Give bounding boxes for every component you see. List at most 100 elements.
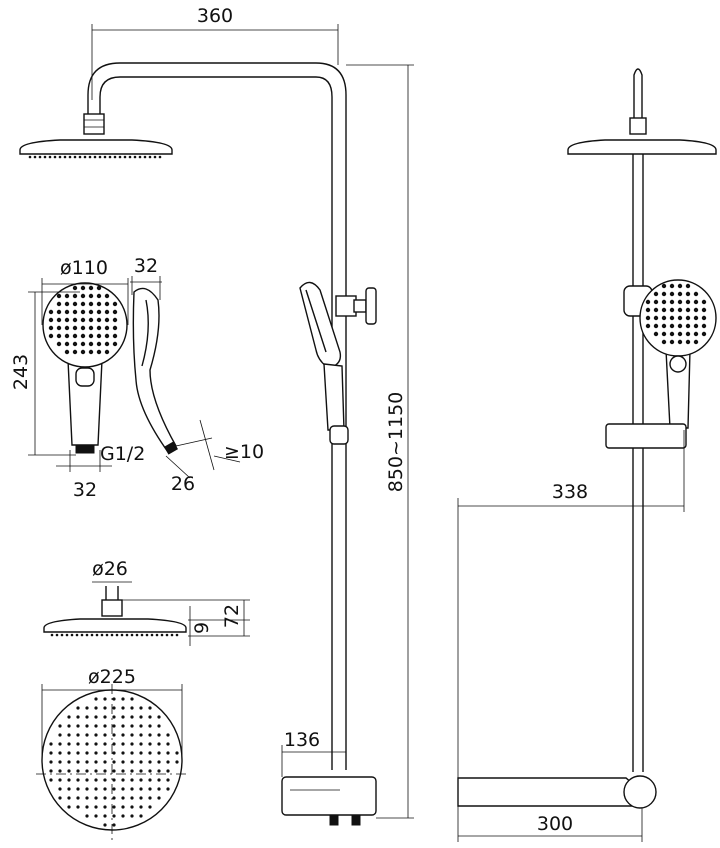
nozzle-dot xyxy=(80,301,86,307)
nozzle-dot xyxy=(661,323,667,329)
dim-head-diameter: ø225 xyxy=(41,666,183,760)
nozzle-dot xyxy=(112,823,116,827)
nozzle-dot xyxy=(112,333,118,339)
nozzle-dot xyxy=(669,283,675,289)
hand-shower-profile xyxy=(132,287,177,453)
nozzle-dot xyxy=(166,769,170,773)
nozzle-dot xyxy=(677,339,683,345)
nozzle-dot xyxy=(75,633,79,637)
nozzle-dot xyxy=(121,697,125,701)
nozzle-dot xyxy=(130,769,134,773)
nozzle-dot xyxy=(148,805,152,809)
nozzle-dot xyxy=(64,333,70,339)
nozzle-dot xyxy=(677,307,683,313)
nozzle-dot xyxy=(56,309,62,315)
nozzle-dot xyxy=(139,742,143,746)
nozzle-dot xyxy=(175,760,179,764)
nozzle-dot xyxy=(148,724,152,728)
label-mixer-depth: 300 xyxy=(537,813,573,835)
nozzle-dot xyxy=(88,341,94,347)
nozzle-dot xyxy=(43,155,47,159)
label-height-range: 850~1150 xyxy=(385,392,407,493)
nozzle-dot xyxy=(112,317,118,323)
dim-height-range: 850~1150 xyxy=(346,64,414,819)
nozzle-dot xyxy=(104,333,110,339)
label-wall-to-handshower: 338 xyxy=(552,481,588,503)
nozzle-dot xyxy=(56,333,62,339)
nozzle-dot xyxy=(121,742,125,746)
dim-arm-reach: 360 xyxy=(91,5,339,100)
rain-shower-head xyxy=(19,139,173,159)
nozzle-dot xyxy=(76,805,80,809)
nozzle-dot xyxy=(85,805,89,809)
nozzle-dot xyxy=(33,155,37,159)
nozzle-dot xyxy=(49,778,53,782)
nozzle-dot xyxy=(157,715,161,719)
nozzle-dot xyxy=(64,341,70,347)
nozzle-dot xyxy=(94,805,98,809)
nozzle-dot xyxy=(88,293,94,299)
nozzle-dot xyxy=(94,697,98,701)
nozzle-dot xyxy=(685,315,691,321)
nozzle-dot xyxy=(701,307,707,313)
nozzle-dot xyxy=(64,309,70,315)
nozzle-dot xyxy=(166,751,170,755)
nozzle-dot xyxy=(677,331,683,337)
nozzle-dot xyxy=(669,299,675,305)
nozzle-dot xyxy=(112,742,116,746)
nozzle-dot xyxy=(677,283,683,289)
nozzle-dot xyxy=(661,339,667,345)
label-head-diameter: ø225 xyxy=(88,666,136,688)
nozzle-dot xyxy=(67,805,71,809)
nozzle-dot xyxy=(104,301,110,307)
nozzle-dot xyxy=(103,706,107,710)
side-arm xyxy=(633,68,643,120)
nozzle-dot xyxy=(693,307,699,313)
nozzle-dot xyxy=(64,325,70,331)
nozzle-dot xyxy=(94,751,98,755)
nozzle-dot xyxy=(58,796,62,800)
nozzle-dot xyxy=(58,733,62,737)
nozzle-dot xyxy=(60,633,64,637)
nozzle-dot xyxy=(85,633,89,637)
nozzle-dot xyxy=(85,760,89,764)
nozzle-dot xyxy=(140,633,144,637)
nozzle-dot xyxy=(76,760,80,764)
nozzle-dot xyxy=(112,814,116,818)
nozzle-dot xyxy=(139,796,143,800)
nozzle-dot xyxy=(166,778,170,782)
nozzle-dot xyxy=(669,291,675,297)
nozzle-dot xyxy=(645,323,651,329)
nozzle-dot xyxy=(104,325,110,331)
nozzle-dot xyxy=(58,760,62,764)
nozzle-dot xyxy=(693,323,699,329)
nozzle-dot xyxy=(653,299,659,305)
nozzle-dot xyxy=(677,315,683,321)
hand-shower-mounted xyxy=(299,281,349,445)
nozzle-dot xyxy=(48,317,54,323)
nozzle-dot xyxy=(130,751,134,755)
nozzle-dot xyxy=(96,309,102,315)
nozzle-dot xyxy=(80,349,86,355)
nozzle-dot xyxy=(148,778,152,782)
nozzle-dot xyxy=(112,778,116,782)
nozzle-dot xyxy=(85,769,89,773)
nozzle-dot xyxy=(157,778,161,782)
nozzle-dot xyxy=(112,769,116,773)
nozzle-dot xyxy=(96,349,102,355)
nozzle-dot xyxy=(121,724,125,728)
nozzle-dot xyxy=(80,325,86,331)
nozzle-dot xyxy=(148,715,152,719)
nozzle-dot xyxy=(130,796,134,800)
label-hose-connector: 26 xyxy=(171,473,195,495)
nozzle-dot xyxy=(103,814,107,818)
side-rain-head xyxy=(567,139,717,155)
nozzle-dot xyxy=(121,778,125,782)
nozzle-dot xyxy=(112,796,116,800)
nozzle-dot xyxy=(103,760,107,764)
nozzle-dot xyxy=(661,331,667,337)
label-min-clearance: ≥10 xyxy=(224,441,264,463)
nozzle-dot xyxy=(139,769,143,773)
nozzle-dot xyxy=(67,733,71,737)
nozzle-dot xyxy=(85,742,89,746)
